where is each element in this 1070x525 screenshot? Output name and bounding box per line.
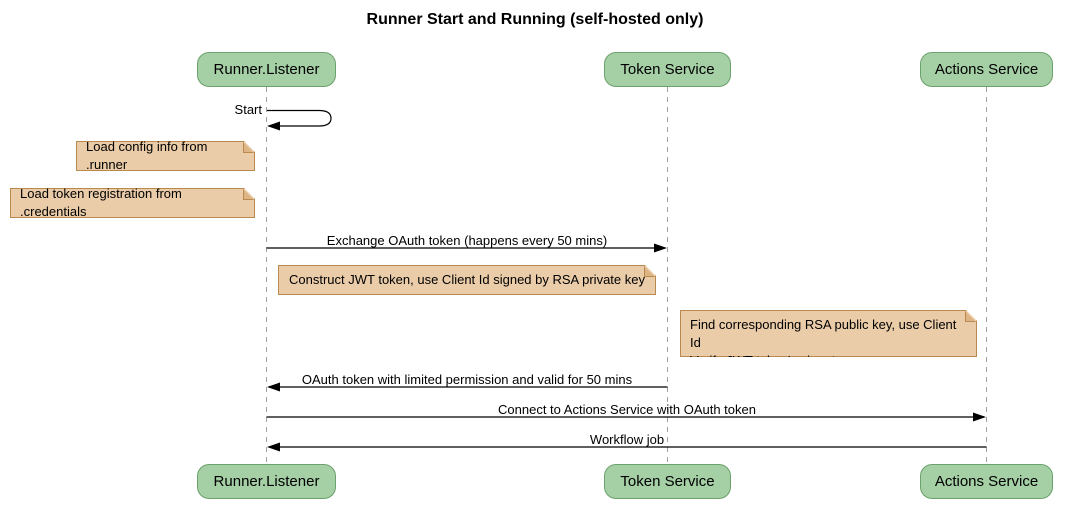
message-label-start: Start [234,102,262,117]
participant-runner-listener-bottom: Runner.Listener [197,464,336,499]
note-find-rsa-line2: Verify JWT token's signature [690,353,855,368]
participant-token-service-top: Token Service [604,52,731,87]
message-label-connect: Connect to Actions Service with OAuth to… [498,402,756,417]
note-construct-jwt: Construct JWT token, use Client Id signe… [278,265,656,295]
note-load-config: Load config info from .runner [76,141,255,171]
note-load-token: Load token registration from .credential… [10,188,255,218]
note-fold-icon [965,311,976,322]
participant-runner-listener-top: Runner.Listener [197,52,336,87]
note-fold-icon [243,189,254,200]
self-message-arrow-start [267,109,332,131]
note-fold-icon [243,142,254,153]
participant-actions-service-top: Actions Service [920,52,1053,87]
note-find-rsa: Find corresponding RSA public key, use C… [680,310,977,357]
note-construct-jwt-text: Construct JWT token, use Client Id signe… [289,272,645,287]
diagram-title: Runner Start and Running (self-hosted on… [366,11,704,28]
message-label-oauth-return: OAuth token with limited permission and … [301,372,633,387]
note-find-rsa-line1: Find corresponding RSA public key, use C… [690,317,957,350]
message-label-exchange: Exchange OAuth token (happens every 50 m… [326,233,608,248]
participant-token-service-bottom: Token Service [604,464,731,499]
message-label-workflow: Workflow job [589,432,665,447]
note-fold-icon [644,266,655,277]
note-load-token-text: Load token registration from .credential… [20,186,182,219]
note-load-config-text: Load config info from .runner [86,139,208,172]
participant-actions-service-bottom: Actions Service [920,464,1053,499]
